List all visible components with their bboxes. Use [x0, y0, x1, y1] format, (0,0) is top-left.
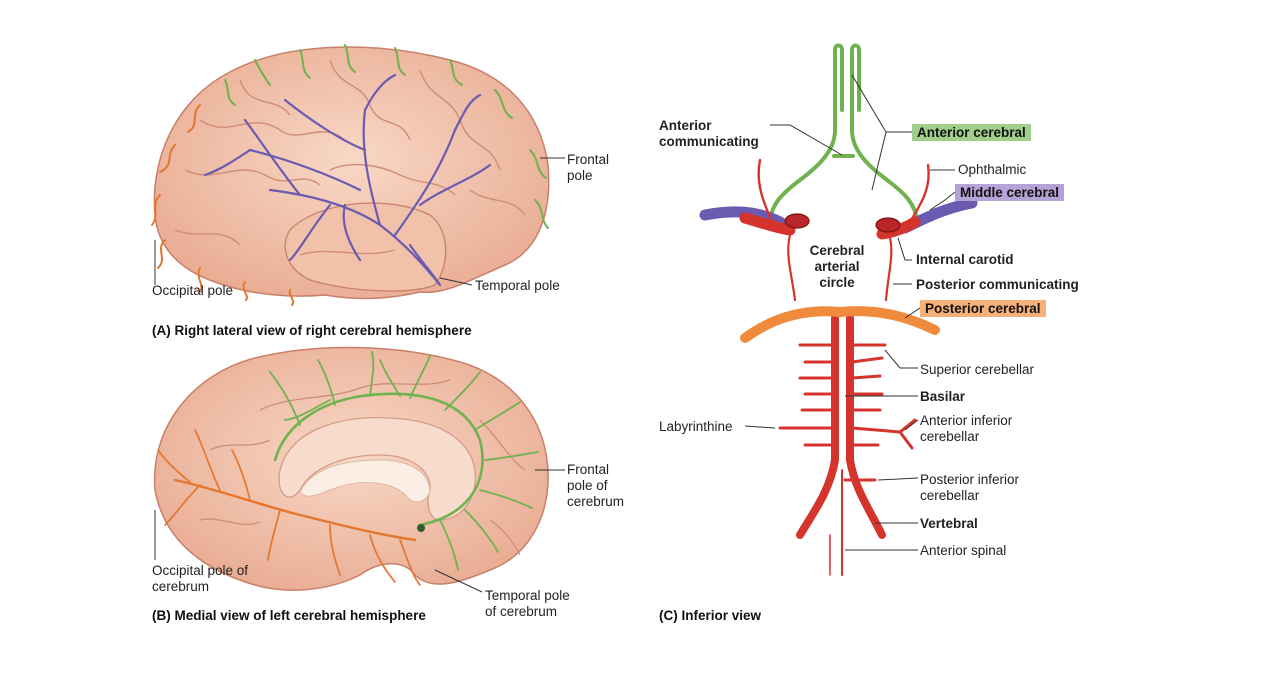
b-frontal-pole-line1: Frontal	[567, 462, 610, 477]
superior-cerebellar-label: Superior cerebellar	[920, 362, 1035, 377]
b-frontal-pole-label: Frontal pole of cerebrum	[567, 462, 624, 510]
a-occipital-pole-label: Occipital pole	[152, 283, 234, 298]
a-frontal-pole-line2: pole	[567, 168, 593, 183]
posterior-cerebral-medial	[173, 478, 417, 542]
aica-line2: cerebellar	[920, 429, 980, 444]
cerebral-arterial-circle-line1: Cerebral	[809, 243, 865, 258]
a-frontal-pole-label: Frontal pole	[567, 152, 609, 184]
posterior-inferior-cerebellar-label: Posterior inferior cerebellar	[920, 472, 1019, 504]
internal-carotid-label: Internal carotid	[916, 252, 1014, 267]
b-occipital-pole-line1: Occipital pole of	[152, 563, 249, 578]
anterior-cerebral-medial	[273, 392, 484, 527]
b-occipital-pole-label: Occipital pole of cerebrum	[152, 563, 248, 595]
corpus-callosum	[278, 416, 476, 521]
labyrinthine-label: Labyrinthine	[659, 419, 733, 434]
b-temporal-pole-line1: Temporal pole	[485, 588, 570, 603]
cerebral-arterial-circle-line3: circle	[819, 275, 855, 290]
medial-artery-origin	[417, 524, 425, 532]
panel-c-caption: (C) Inferior view	[659, 608, 762, 623]
b-temporal-pole-line2: of cerebrum	[485, 604, 558, 619]
medial-brain	[153, 346, 565, 593]
anterior-communicating-line1: Anterior	[659, 118, 712, 133]
posterior-cerebral-medial-branches	[157, 429, 421, 586]
temporal-lobe	[284, 202, 447, 292]
a-temporal-pole-label: Temporal pole	[475, 278, 560, 293]
anterior-communicating-label: Anterior communicating	[659, 118, 759, 150]
anterior-cerebral-medial-branches	[269, 351, 539, 571]
anterior-cerebral-edge-branches	[224, 44, 549, 229]
lateral-brain-outline	[153, 46, 550, 300]
cerebral-arterial-circle-line2: arterial	[814, 259, 860, 274]
b-frontal-pole-line2: pole of	[567, 478, 608, 493]
anterior-cerebral-vessels	[768, 43, 919, 222]
posterior-cerebral-edge-branches	[151, 104, 295, 306]
posterior-cerebral-vessel	[740, 306, 940, 343]
b-frontal-pole-line3: cerebrum	[567, 494, 625, 509]
anterior-spinal-label: Anterior spinal	[920, 543, 1007, 558]
anterior-cerebral-tag: Anterior cerebral	[912, 124, 1031, 141]
middle-cerebral-tag: Middle cerebral	[955, 184, 1065, 201]
posterior-communicating-label: Posterior communicating	[916, 277, 1079, 292]
anterior-inferior-cerebellar-label: Anterior inferior cerebellar	[920, 413, 1012, 445]
red-arteries	[739, 158, 930, 576]
b-occipital-pole-line2: cerebrum	[152, 579, 210, 594]
fornix	[299, 459, 431, 503]
panel-b-leaders	[154, 469, 565, 593]
pica-line2: cerebellar	[920, 488, 980, 503]
basilar-label: Basilar	[920, 389, 966, 404]
panel-c-leaders	[744, 74, 956, 551]
middle-cerebral-left	[699, 206, 786, 228]
a-frontal-pole-line1: Frontal	[567, 152, 610, 167]
cerebral-arterial-circle-label: Cerebral arterial circle	[805, 243, 869, 291]
lateral-brain	[151, 44, 565, 306]
aica-line1: Anterior inferior	[920, 413, 1013, 428]
vertebral-label: Vertebral	[920, 516, 978, 531]
posterior-cerebral-tag: Posterior cerebral	[920, 300, 1046, 317]
arterial-circle	[699, 43, 978, 576]
pica-line1: Posterior inferior	[920, 472, 1020, 487]
panel-a-leaders	[154, 157, 565, 286]
basilar-side-branches	[778, 343, 917, 482]
carotid-left-end	[784, 213, 810, 229]
carotid-right-end	[875, 217, 901, 233]
middle-cerebral-branches	[203, 73, 492, 287]
anterior-communicating-line2: communicating	[659, 134, 759, 149]
panel-a-caption: (A) Right lateral view of right cerebral…	[152, 323, 472, 338]
ophthalmic-label: Ophthalmic	[958, 162, 1027, 177]
panel-b-caption: (B) Medial view of left cerebral hemisph…	[152, 608, 426, 623]
b-temporal-pole-label: Temporal pole of cerebrum	[485, 588, 570, 620]
